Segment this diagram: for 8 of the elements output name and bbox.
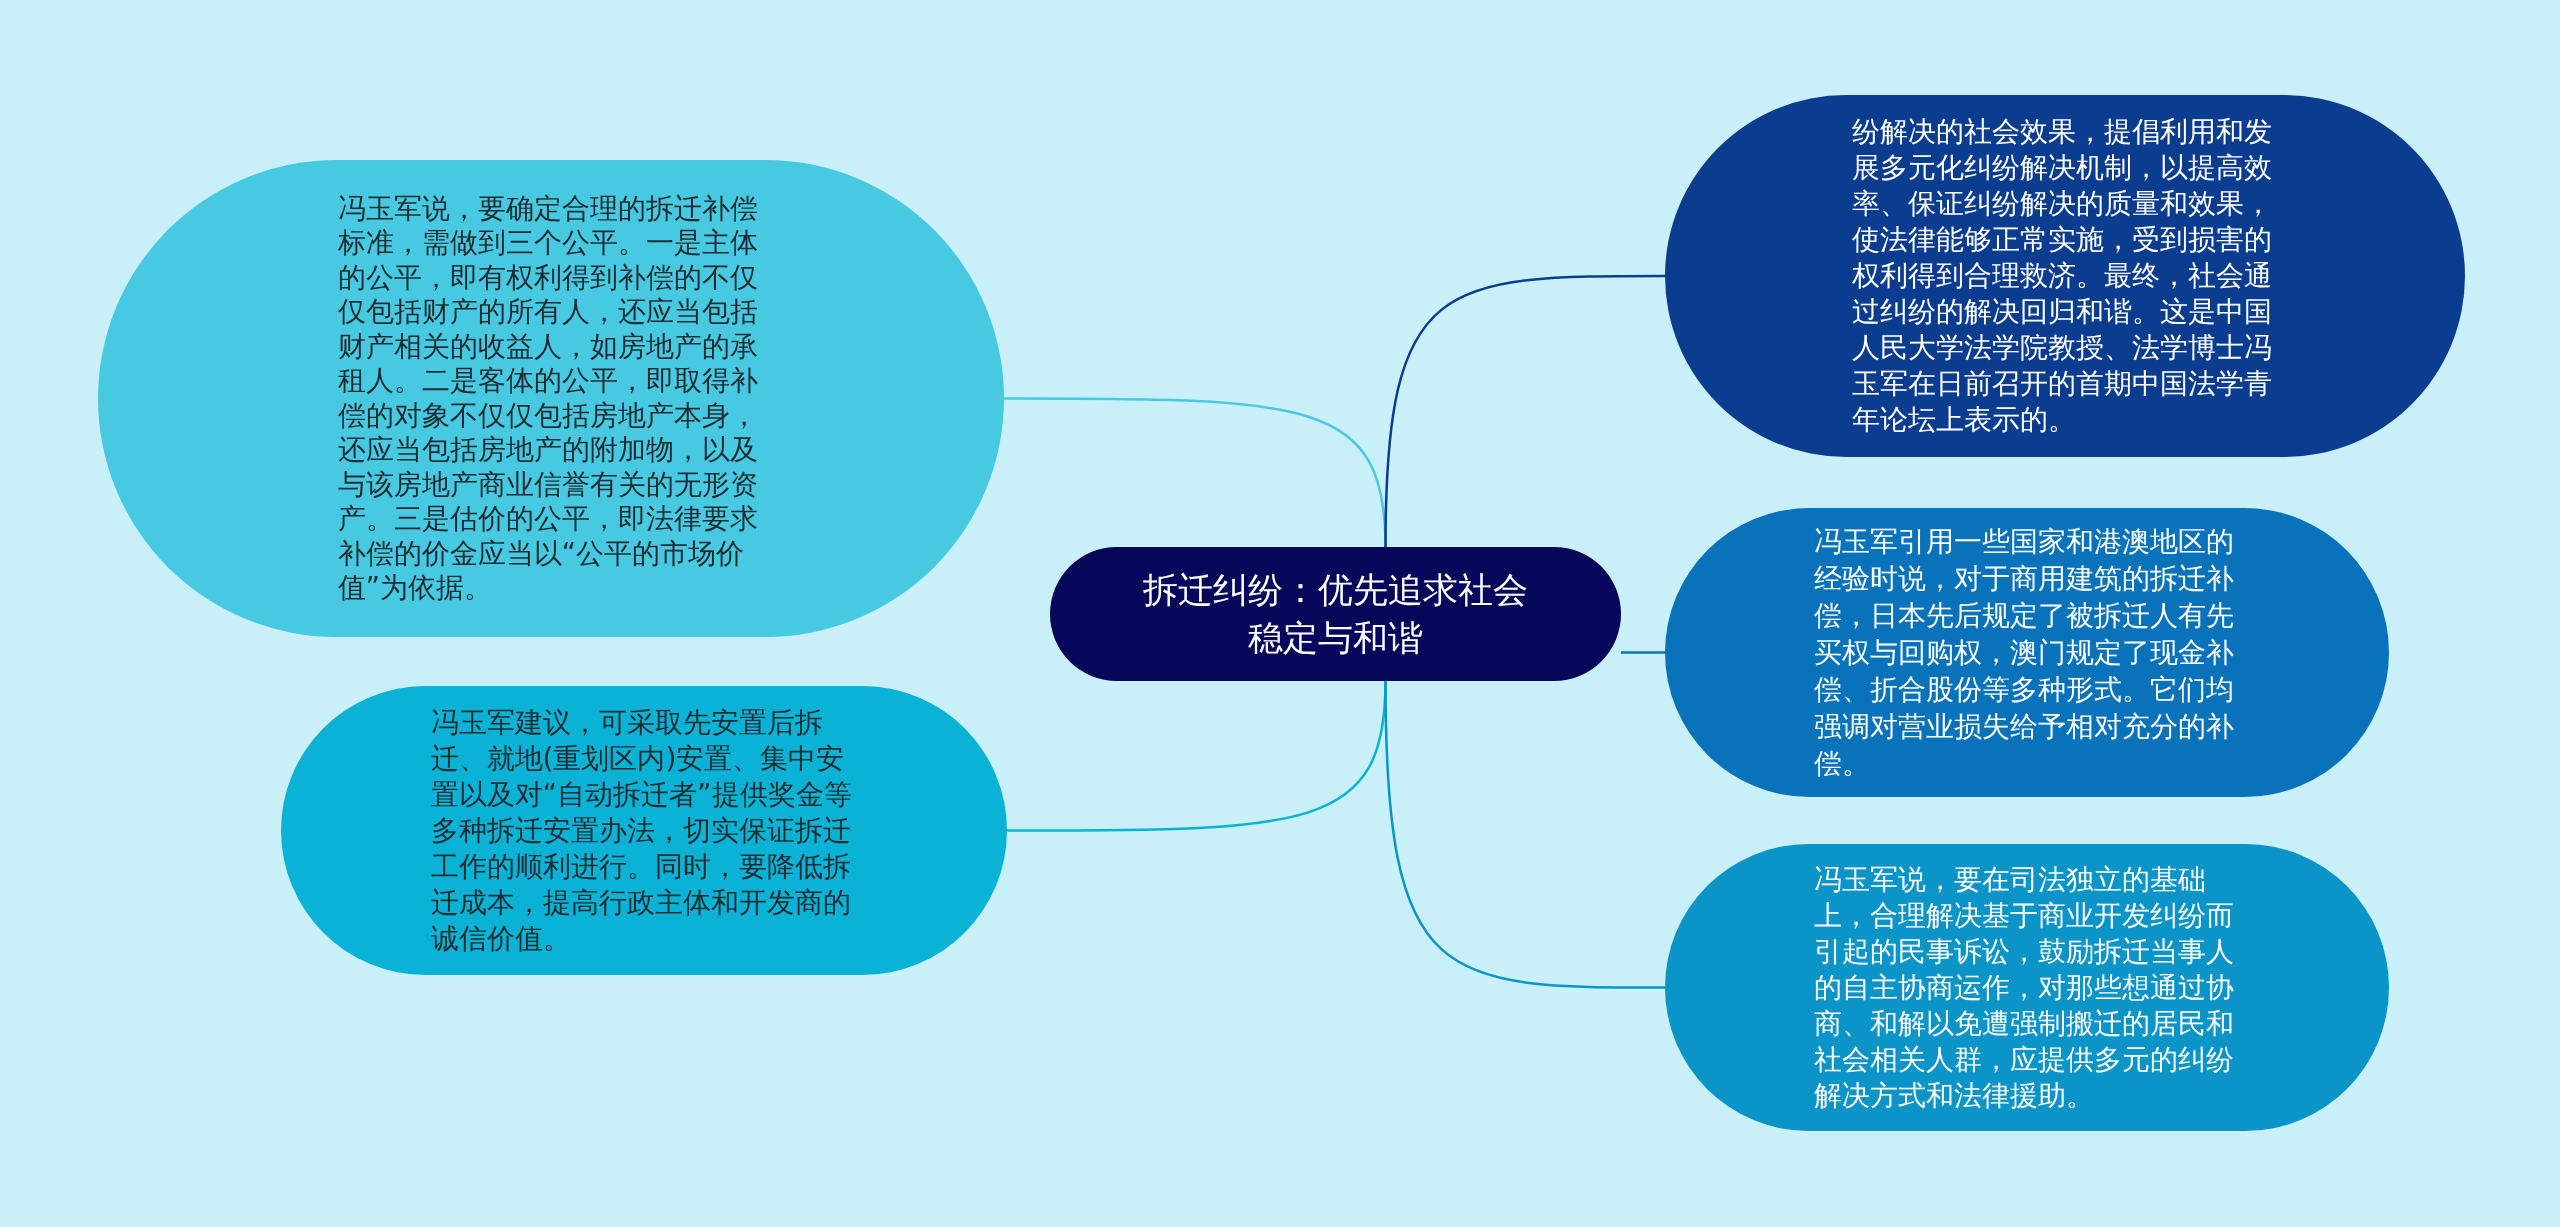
paragraph-text: 冯玉军建议，可采取先安置后拆迁、就地(重划区内)安置、集中安置以及对“自动拆迁者”提供奖金等多种拆迁安置办法，切实保证拆迁工作的顺利进行。同时，要降低拆迁成本，提高行政主体和开发商的诚信价值。	[430, 704, 853, 957]
connector-line	[1384, 274, 1665, 548]
paragraph-text: 冯玉军说，要在司法独立的基础上，合理解决基于商业开发纠纷而引起的民事诉讼，鼓励拆迁当事人的自主协商运作，对那些想通过协商、和解以免遭强制搬迁的居民和社会相关人群，应提供多元的纠纷解决方式和法律援助。	[1813, 861, 2235, 1114]
paragraph-text: 纷解决的社会效果，提倡利用和发展多元化纠纷解决机制，以提高效率、保证纠纷解决的质量和效果，使法律能够正常实施，受到损害的权利得到合理救济。最终，社会通过纠纷的解决回归和谐。这是中国人民大学法学院教授、法学博士冯玉军在日前召开的首期中国法学青年论坛上表示的。	[1851, 114, 2273, 438]
paragraph-text: 冯玉军说，要确定合理的拆迁补偿标准，需做到三个公平。一是主体的公平，即有权利得到补偿的不仅仅包括财产的所有人，还应当包括财产相关的收益人，如房地产的承租人。二是客体的公平，即取得补偿的对象不仅仅包括房地产本身，还应当包括房地产的附加物，以及与该房地产商业信誉有关的无形资产。三是估价的公平，即法律要求补偿的价金应当以“公平的市场价值”为依据。	[337, 191, 759, 606]
topic-title: 拆迁纠纷：优先追求社会稳定与和谐	[1142, 569, 1529, 660]
paragraph-text: 冯玉军引用一些国家和港澳地区的经验时说，对于商用建筑的拆迁补偿，日本先后规定了被拆迁人有先买权与回购权，澳门规定了现金补偿、折合股份等多种形式。它们均强调对营业损失给予相对充分的补偿。	[1813, 524, 2235, 782]
connector-line	[1621, 651, 1665, 654]
